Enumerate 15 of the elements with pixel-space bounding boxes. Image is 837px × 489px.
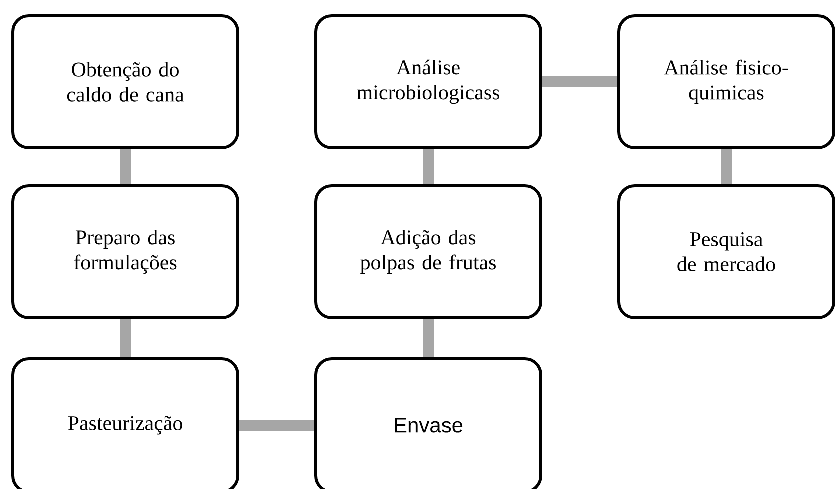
connector-bar <box>120 319 131 358</box>
process-box: Análise microbiologicass <box>314 14 542 150</box>
connector-bar <box>721 150 732 184</box>
connector-bar <box>240 420 314 431</box>
connector-bar <box>120 150 131 184</box>
process-box: Análise fisico-quimicas <box>618 14 836 150</box>
connector-bar <box>542 76 618 88</box>
process-box: Envase <box>314 357 542 489</box>
process-box: Adição das polpas de frutas <box>314 184 542 320</box>
connector-bar <box>423 150 434 184</box>
connector-bar <box>423 319 434 358</box>
process-box: Obtenção do caldo de cana <box>12 14 240 150</box>
process-box: Pesquisa de mercado <box>618 184 836 320</box>
process-box: Preparo das formulações <box>12 184 240 320</box>
process-box: Pasteurização <box>12 357 240 489</box>
